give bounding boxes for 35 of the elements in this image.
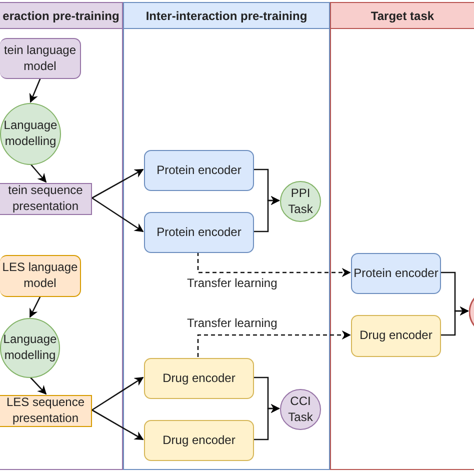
arrow	[92, 168, 144, 199]
arrow	[92, 409, 144, 440]
process-box: Protein encoder	[144, 150, 254, 191]
process-circle: PPI Task	[280, 181, 321, 222]
lane-title: eraction pre-training	[2, 8, 120, 22]
arrow	[440, 306, 469, 336]
process-box: tein sequence presentation	[0, 183, 92, 215]
process-circle: Language modelling	[0, 318, 60, 378]
arrow	[253, 196, 280, 232]
arrow	[29, 296, 42, 318]
lane-title: Inter-interaction pre-training	[146, 8, 308, 22]
process-box: Drug encoder	[351, 315, 441, 357]
arrow	[30, 164, 47, 183]
arrow	[92, 197, 144, 232]
arrow	[30, 376, 47, 395]
process-circle: CCI Task	[280, 389, 321, 430]
swimlane	[0, 2, 123, 470]
edge-label: Transfer learning	[185, 316, 280, 330]
arrow	[253, 404, 280, 440]
process-box: tein language model	[0, 38, 81, 79]
lane-title: Target task	[370, 8, 434, 22]
arrow	[29, 78, 42, 103]
process-box: LES language model	[0, 255, 81, 297]
swimlane	[123, 2, 330, 470]
swimlane	[330, 2, 474, 470]
process-box: Drug encoder	[144, 358, 254, 399]
process-box: Protein encoder	[351, 253, 441, 294]
process-box: LES sequence presentation	[0, 395, 92, 427]
arrow	[92, 376, 144, 411]
edge-label: Transfer learning	[185, 276, 280, 290]
process-circle: Language modelling	[0, 103, 61, 165]
process-box: Protein encoder	[144, 212, 254, 253]
arrow	[197, 330, 351, 357]
arrow	[197, 252, 351, 278]
process-box: Drug encoder	[144, 420, 254, 461]
